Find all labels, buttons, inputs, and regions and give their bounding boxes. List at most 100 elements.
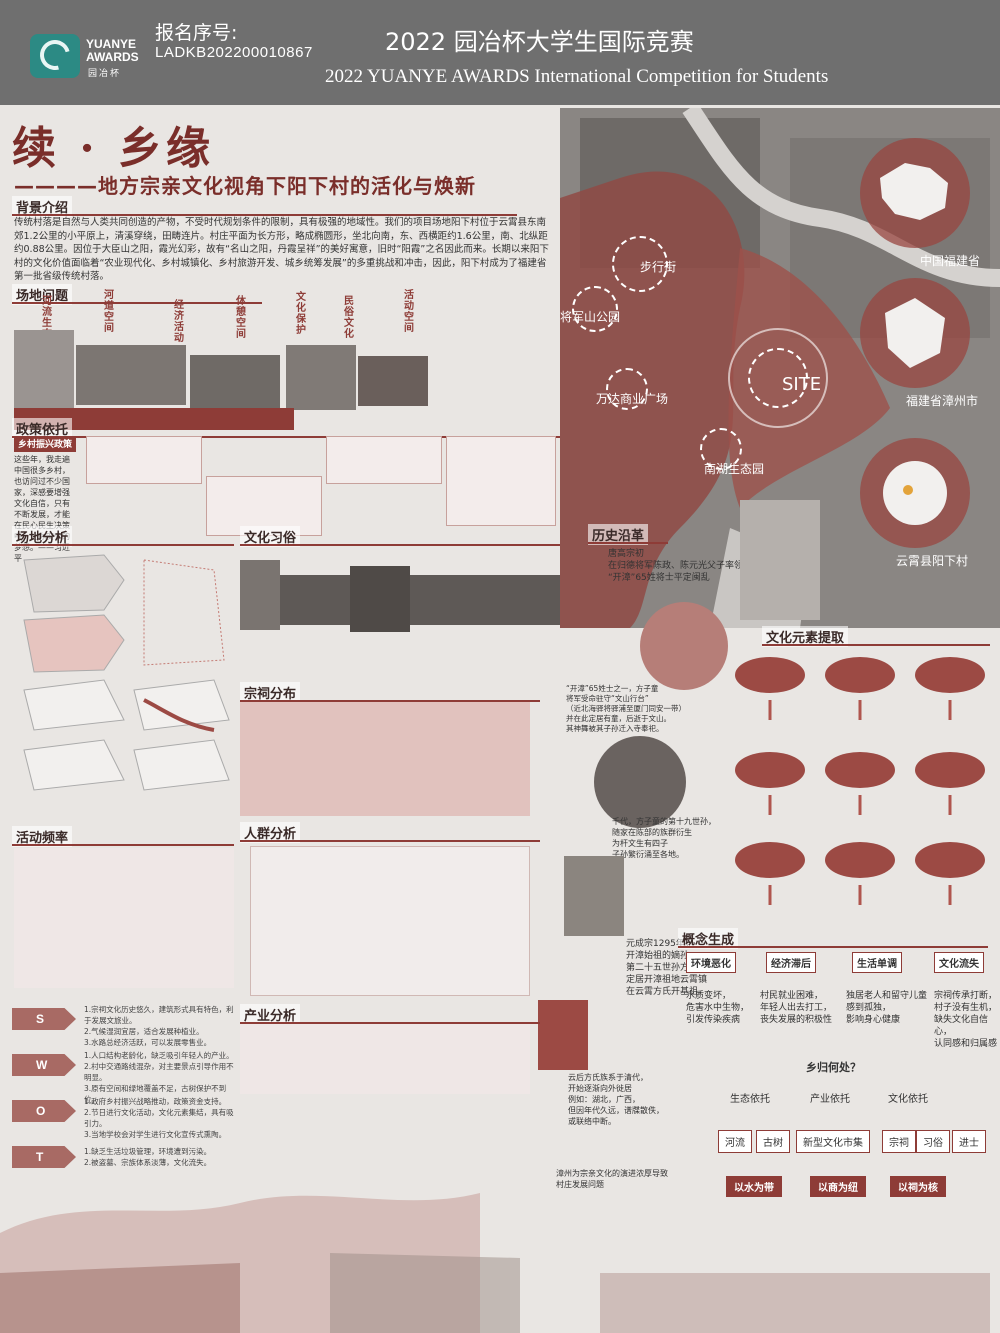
node-1: 河流	[718, 1130, 752, 1153]
activity-chart	[14, 848, 234, 988]
policy-badge: 乡村振兴政策	[14, 438, 77, 452]
policy-quote: 这些年，我走遍中国很多乡村，也访问过不少国家，深感要增强文化自信，只有不断发展，…	[14, 455, 70, 563]
registration-number: LADKB202200010867	[155, 44, 313, 61]
section-activity-title: 活动频率	[12, 826, 73, 847]
issue-photo-1	[14, 330, 74, 410]
history-text-2: “开漳”65姓士之一，方子童 将军受命驻守“文山行台” （近北海驿将驿浦至厦门同…	[566, 684, 686, 733]
section-crowd-title: 人群分析	[240, 822, 301, 843]
logo-en-text: YUANYE AWARDS	[86, 37, 139, 64]
history-text-4: 元成宗1295年， 开漳始祖的嫡孙 第二十五世孙方国礼 定居开漳祖地云霄镇 在云…	[626, 939, 708, 997]
map-label-1: 步行街	[640, 260, 677, 274]
section-background-title: 背景介绍	[12, 196, 73, 217]
section-history-title: 历史沿革	[588, 524, 649, 545]
background-text: 传统村落是自然与人类共同创造的产物，不受时代规划条件的限制，具有极强的地域性。我…	[14, 217, 549, 282]
site-analysis-diagrams	[23, 554, 230, 791]
swot-o-text: 1.政府乡村振兴战略推动，政策资金支持。 2.节日进行文化活动，文化元素集结，具…	[84, 1097, 234, 1139]
section-site-issues-title: 场地问题	[12, 284, 73, 305]
where-question: 乡归何处？	[806, 1061, 861, 1074]
section-background: 背景介绍	[12, 196, 517, 217]
support-3: 文化依托	[888, 1094, 928, 1105]
statue-photo	[740, 500, 820, 620]
section-concept: 概念生成	[678, 928, 988, 949]
section-policy: 政策依托	[12, 418, 560, 439]
section-element-extract-title: 文化元素提取	[762, 626, 849, 647]
issue-photo-5	[358, 356, 428, 406]
culture-photo-2	[350, 566, 410, 632]
swot-w-text: 1.人口结构老龄化，缺乏吸引年轻人的产业。 2.村中交通路线混杂，对主要景点引导…	[84, 1051, 234, 1104]
concept-desc-1: 水质变坏， 危害水中生物， 引发传染疾病	[686, 991, 750, 1025]
inset-label-2: 福建省漳州市	[906, 394, 979, 408]
section-site-analysis: 场地分析	[12, 526, 234, 547]
section-activity: 活动频率	[12, 826, 234, 847]
section-element-extract: 文化元素提取	[762, 626, 990, 647]
site-ring	[748, 348, 808, 408]
section-concept-title: 概念生成	[678, 928, 739, 949]
ancestral-map	[240, 702, 530, 816]
industry-chart	[240, 1024, 530, 1094]
node-5: 习俗	[916, 1130, 950, 1153]
swot-o-tag: O	[12, 1100, 76, 1122]
policy-card-1	[86, 436, 202, 484]
section-history: 历史沿革	[588, 524, 668, 545]
issue-tag-6: 民俗文化	[344, 296, 354, 340]
marker-ring-2	[572, 286, 618, 332]
issue-tag-7: 活动空间	[404, 290, 414, 334]
issue-tag-5: 文化保护	[296, 292, 306, 336]
section-site-analysis-title: 场地分析	[12, 526, 73, 547]
swot-w-tag: W	[12, 1054, 76, 1076]
history-circle-soldiers	[640, 602, 728, 690]
node-6: 进士	[952, 1130, 986, 1153]
registration-label: 报名序号:	[155, 22, 238, 44]
theme-2: 以商为纽	[810, 1176, 866, 1197]
inset-label-1: 中国福建省	[920, 254, 981, 268]
section-site-issues: 场地问题	[12, 284, 262, 305]
issue-tag-3: 经济活动	[174, 300, 184, 344]
inset-china	[860, 138, 970, 248]
section-ancestral-title: 宗祠分布	[240, 682, 301, 703]
section-industry-title: 产业分析	[240, 1004, 301, 1025]
theme-3: 以祠为核	[890, 1176, 946, 1197]
site-ring-outer	[728, 328, 828, 428]
issue-photo-3	[190, 355, 280, 415]
section-ancestral: 宗祠分布	[240, 682, 540, 703]
history-text-3: 千代，方子童的第十九世孙， 随家在陈部的族群衍生 为杆文生有四子 子孙繁衍涌至各…	[612, 817, 716, 859]
concept-desc-2: 村民就业困难， 年轻人出去打工， 丧失发展的积极性	[760, 991, 833, 1025]
node-3: 新型文化市集	[796, 1130, 870, 1153]
policy-card-2	[206, 476, 322, 536]
competition-title-en: 2022 YUANYE AWARDS International Competi…	[325, 66, 829, 87]
map-label-3: 万达商业广场	[596, 392, 669, 406]
concept-desc-3: 独居老人和留守儿童 感到孤独， 影响身心健康	[846, 991, 928, 1025]
poster-title: 续 · 乡缘	[12, 123, 214, 174]
issue-riverbank	[14, 408, 294, 430]
support-2: 产业依托	[810, 1094, 850, 1105]
inset-fujian	[860, 278, 970, 388]
policy-card-4	[446, 436, 556, 526]
bottom-landscape	[0, 1193, 990, 1333]
section-industry: 产业分析	[240, 1004, 540, 1025]
site-label: SITE	[782, 374, 822, 395]
history-arch-photo	[538, 1000, 588, 1070]
marker-ring-4	[700, 428, 742, 470]
section-crowd: 人群分析	[240, 822, 540, 843]
swot-s-tag: S	[12, 1008, 76, 1030]
support-1: 生态依托	[730, 1094, 770, 1105]
policy-card-3	[326, 436, 442, 484]
logo-mark	[34, 34, 76, 76]
element-extract-diagram	[735, 657, 985, 905]
crowd-analysis-panel	[250, 846, 530, 996]
logo-cn-text: 园冶杯	[88, 69, 122, 79]
section-policy-title: 政策依托	[12, 418, 73, 439]
concept-label-1: 环境恶化	[686, 952, 736, 973]
history-figure-photo	[564, 856, 624, 936]
issue-photo-4	[286, 345, 356, 410]
swot-t-text: 1.缺乏生活垃圾管理，环境遭到污染。 2.被盗墓、宗族体系淡薄，文化流失。	[84, 1147, 212, 1167]
theme-1: 以水为带	[726, 1176, 782, 1197]
logo-icon	[30, 34, 80, 78]
section-culture-title: 文化习俗	[240, 526, 301, 547]
concept-label-2: 经济滞后	[766, 952, 816, 973]
competition-title-cn: 2022 园冶杯大学生国际竞赛	[385, 28, 694, 56]
swot-t-tag: T	[12, 1146, 76, 1168]
header-bar: YUANYE AWARDS 园冶杯 报名序号: LADKB20220001086…	[0, 0, 1000, 105]
marker-ring-1	[612, 236, 668, 292]
issue-tag-2: 河道空间	[104, 290, 114, 334]
